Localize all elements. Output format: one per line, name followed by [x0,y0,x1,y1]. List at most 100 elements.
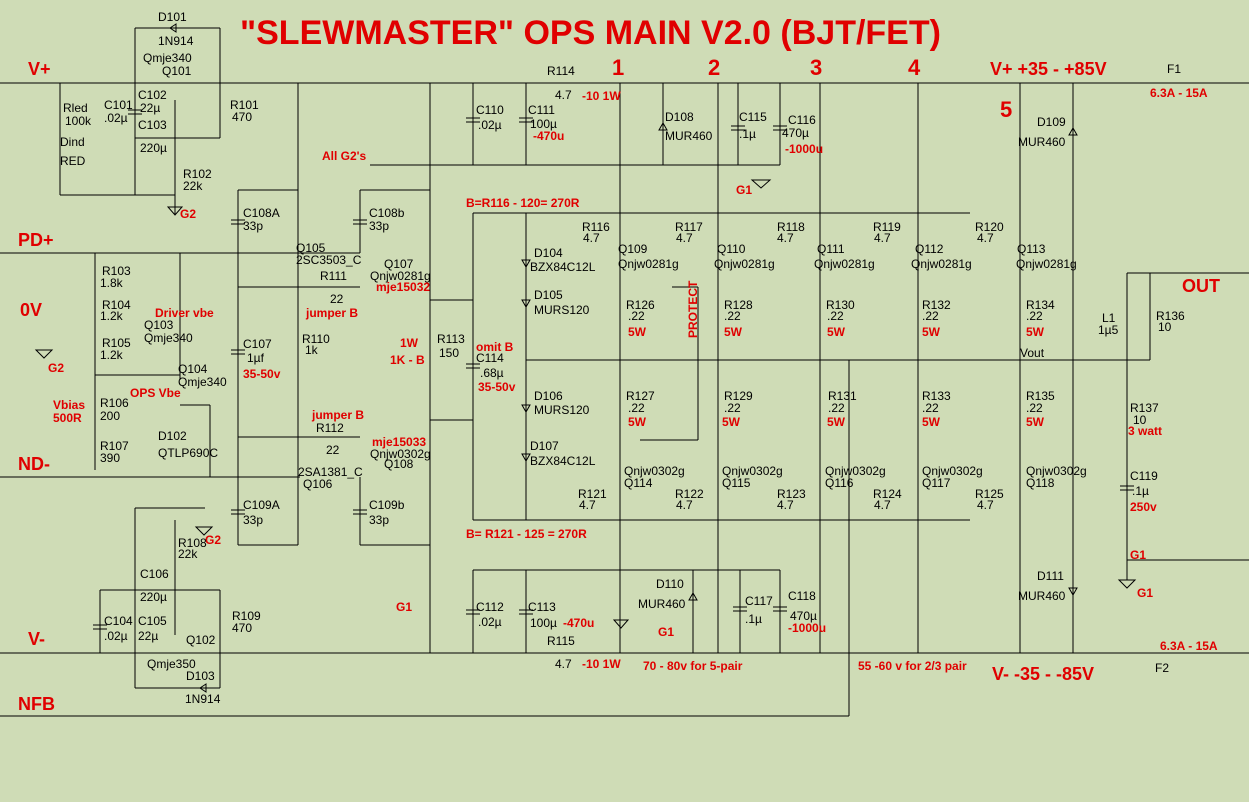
r104-value: 1.2k [100,309,124,323]
c119-value: .1µ [1132,484,1149,498]
r103-value: 1.8k [100,276,124,290]
v250-label: 250v [1130,500,1157,514]
upper-output-pair-2: R117 4.7 Q110 Qnjw0281g R128 .22 5W [675,220,775,339]
jumper-b-label-1: jumper B [305,306,358,320]
component-labels: D101 1N914 Qmje340 Q101 Rled 100k C101 .… [60,10,1185,706]
r136-label: R136 [1156,309,1185,323]
c112-value: .02µ [478,615,502,629]
vminus-label: V- [28,629,45,649]
upper-re-label: R130 [826,298,855,312]
schematic-title: "SLEWMASTER" OPS MAIN V2.0 (BJT/FET) [240,14,941,52]
upper-re-label: R126 [626,298,655,312]
d111-label: D111 [1037,569,1064,583]
c107-voltage: 35-50v [243,367,281,381]
d102-label: D102 [158,429,187,443]
upper-output-pair-5: R120 4.7 Q113 Qnjw0281g R134 .22 5W [975,220,1077,339]
out-label: OUT [1182,276,1220,296]
q103-model: Qmje340 [144,331,193,345]
c101-value: .02µ [104,111,128,125]
upper-rb-label: R117 [675,220,703,234]
r111-value: 22 [330,292,344,306]
r101-value: 470 [232,110,252,124]
r106-label: R106 [100,396,129,410]
d103-value: 1N914 [185,692,221,706]
r107-value: 390 [100,451,120,465]
c117-label: C117 [745,594,773,608]
c109a-label: C109A [243,498,280,512]
c111-alt: -470u [533,129,564,143]
r103-label: R103 [102,264,131,278]
r114-alt: -10 1W [582,89,621,103]
upper-q-label: Q110 [717,242,746,256]
c113-label: C113 [528,600,556,614]
jumper-b-label-2: jumper B [311,408,364,422]
lower-re-value: .22 [628,401,645,415]
lower-rb-label: R125 [975,487,1004,501]
upper-rb-label: R120 [975,220,1004,234]
upper-rb-value: 4.7 [977,231,994,245]
lower-q-label: Q115 [722,476,751,490]
upper-q-model: Qnjw0281g [1016,257,1077,271]
upper-output-pair-1: R116 4.7 Q109 Qnjw0281g R126 .22 5W [582,220,679,339]
r115-value: 4.7 [555,657,572,671]
lower-re-watts: 5W [628,415,647,429]
r113-value: 150 [439,346,459,360]
c108b-label: C108b [369,206,405,220]
lower-q-label: Q117 [922,476,951,490]
lower-re-value: .22 [724,401,741,415]
dind-label: Dind [60,135,85,149]
r136-value: 10 [1158,320,1172,334]
q107-label: Q107 [384,257,414,271]
mje15033-label: mje15033 [372,435,426,449]
pair-number-1: 1 [612,55,624,80]
fuse1-label: F1 [1167,62,1181,76]
r105-label: R105 [102,336,131,350]
d110-value: MUR460 [638,597,686,611]
upper-q-model: Qnjw0281g [714,257,775,271]
lower-rb-value: 4.7 [977,498,994,512]
c115-label: C115 [739,110,767,124]
c106-label: C106 [140,567,169,581]
protect-label: PROTECT [686,280,700,338]
lower-rb-value: 4.7 [676,498,693,512]
c109a-value: 33p [243,513,263,527]
lower-output-pair-1: R127 .22 5W Qnjw0302g Q114 R121 4.7 [578,389,685,512]
lower-rb-value: 4.7 [579,498,596,512]
upper-re-value: .22 [1026,309,1043,323]
rled-value: 100k [65,114,92,128]
vminus-range: V- -35 - -85V [992,664,1094,684]
ops-vbe-label: OPS Vbe [130,386,181,400]
lower-output-pair-2: R129 .22 5W Qnjw0302g Q115 R122 4.7 [675,389,783,512]
c101-label: C101 [104,98,133,112]
q104-label: Q104 [178,362,208,376]
upper-rb-label: R119 [873,220,901,234]
lower-output-pair-4: R133 .22 5W Qnjw0302g Q117 R124 4.7 [873,389,983,512]
c118-label: C118 [788,589,816,603]
lower-re-label: R129 [724,389,753,403]
c113-alt: -470u [563,616,594,630]
one-w-label: 1W [400,336,419,350]
q105-label: Q105 [296,241,326,255]
upper-q-label: Q113 [1017,242,1046,256]
c104-label: C104 [104,614,133,628]
ground-symbols [34,179,1137,629]
vplus-range: V+ +35 - +85V [990,59,1107,79]
r109-label: R109 [232,609,261,623]
c118-value: 470µ [790,609,817,623]
d104-label: D104 [534,246,563,260]
upper-q-label: Q112 [915,242,944,256]
upper-re-watts: 5W [724,325,743,339]
lower-re-watts: 5W [1026,415,1045,429]
lower-q-model: Qnjw0302g [825,464,886,478]
pair-number-4: 4 [908,55,921,80]
r101-label: R101 [230,98,259,112]
pair-number-5: 5 [1000,97,1012,122]
lower-re-value: .22 [1026,401,1043,415]
b-upper-note: B=R116 - 120= 270R [466,196,580,210]
lower-rb-value: 4.7 [777,498,794,512]
lower-rb-label: R123 [777,487,806,501]
c108a-label: C108A [243,206,280,220]
upper-rb-value: 4.7 [874,231,891,245]
g1-label-b: G1 [396,600,412,614]
